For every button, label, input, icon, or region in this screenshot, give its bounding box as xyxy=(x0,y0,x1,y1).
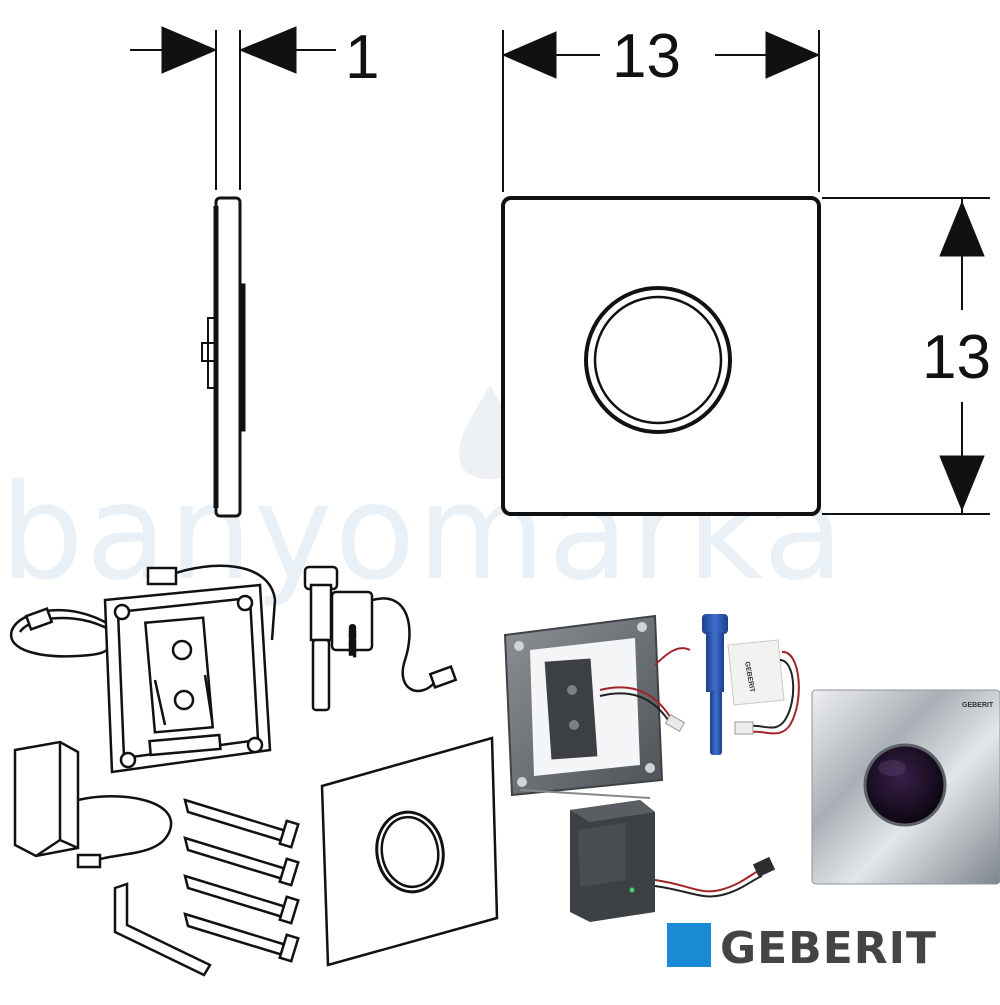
front-view-plate xyxy=(501,196,821,516)
valve-brand-mark: GEBERIT xyxy=(348,625,355,657)
product-plate-logo: GEBERIT xyxy=(962,702,994,709)
thickness-dimension xyxy=(130,26,336,74)
brand-logo: GEBERIT xyxy=(667,923,937,974)
product-power-supply xyxy=(570,800,776,922)
brand-logo-square-icon xyxy=(667,923,711,967)
height-dimension xyxy=(822,197,990,515)
thickness-label: 1 xyxy=(345,23,379,92)
battery-box xyxy=(13,740,173,869)
fixing-screws xyxy=(183,798,300,963)
valve-body: GEBERIT xyxy=(303,565,458,712)
width-label: 13 xyxy=(612,22,681,91)
width-dimension xyxy=(501,30,821,192)
product-mounting-frame xyxy=(503,614,691,799)
frame-cable xyxy=(9,607,111,658)
mounting-frame xyxy=(103,564,277,774)
allen-key xyxy=(113,882,212,977)
height-label: 13 xyxy=(922,323,991,392)
side-view-plate xyxy=(201,30,246,518)
drawn-cover-plate xyxy=(320,736,499,967)
product-cover-plate: GEBERIT xyxy=(811,689,1000,885)
brand-logo-text: GEBERIT xyxy=(720,923,937,974)
product-valve: GEBERIT xyxy=(702,614,800,755)
